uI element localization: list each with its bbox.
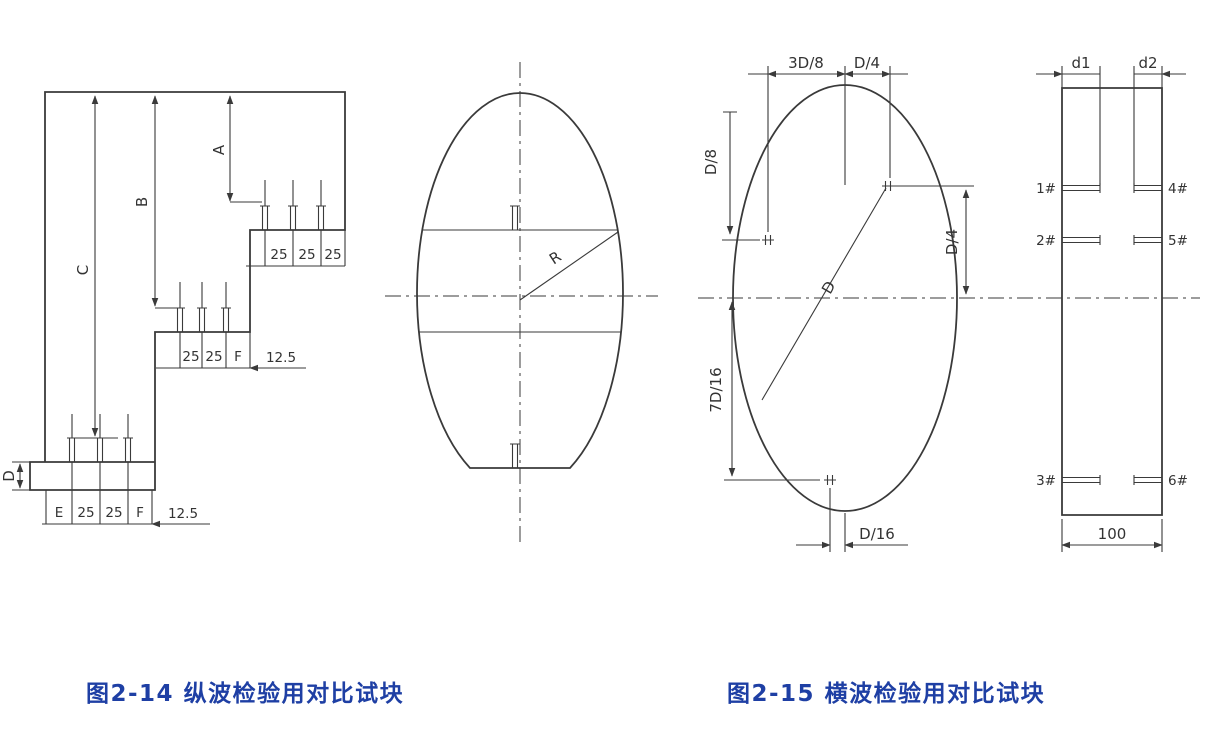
side-top-dim-base xyxy=(1061,66,1163,185)
hole-label-5: 5# xyxy=(1168,233,1188,249)
dim-extension-ticks xyxy=(12,201,262,491)
step2-offset-label: 12.5 xyxy=(266,350,296,366)
side-view-outline xyxy=(1061,87,1163,516)
holes-right xyxy=(1133,183,1162,485)
dim-label-100: 100 xyxy=(1098,525,1127,543)
step3-cell-2: 25 xyxy=(77,505,94,521)
step1-cell-2: 25 xyxy=(298,247,315,263)
flat-bottom-hole-slots xyxy=(67,180,326,462)
dim-label-d1: d1 xyxy=(1071,54,1090,72)
step1-dim-row xyxy=(246,230,346,267)
step3-cell-4: F xyxy=(136,505,144,521)
step1-cell-3: 25 xyxy=(324,247,341,263)
step3-offset-label: 12.5 xyxy=(168,506,198,522)
top-dim-base xyxy=(748,66,908,80)
fig15-caption: 图2-15 横波检验用对比试块 xyxy=(727,681,1046,707)
section-outline xyxy=(416,92,624,469)
step3-dim-row xyxy=(42,462,153,525)
radius-label: R xyxy=(546,247,565,268)
dim-label-7d16: 7D/16 xyxy=(707,367,725,412)
dim-label-d: D xyxy=(0,470,18,482)
dim-label-a: A xyxy=(210,144,228,155)
dim-label-d2: d2 xyxy=(1138,54,1157,72)
step2-cell-1: 25 xyxy=(182,349,199,365)
section-notches xyxy=(510,205,520,468)
fig15-circle-view: 3D/8 D/4 D/8 7D/16 D/4 D/16 D xyxy=(698,54,1200,552)
dim-label-d16: D/16 xyxy=(859,525,895,543)
fig15-side-view: d1 d2 1# 2# 3# 4# 5# 6# 100 xyxy=(1036,54,1188,552)
dim-label-top-d4: D/4 xyxy=(854,54,880,72)
fig14-section-view: R xyxy=(385,62,658,545)
dim-label-c: C xyxy=(74,265,92,275)
diameter-label: D xyxy=(818,278,839,297)
hole-label-6: 6# xyxy=(1168,473,1188,489)
dim-label-right-d4: D/4 xyxy=(943,229,961,255)
fig14-caption: 图2-14 纵波检验用对比试块 xyxy=(86,681,405,707)
diameter-diagonal xyxy=(761,187,887,401)
step-block-outline xyxy=(29,91,346,491)
reflector-targets xyxy=(762,181,894,485)
hole-label-3: 3# xyxy=(1036,473,1056,489)
top-extension-lines xyxy=(767,80,891,232)
dim-label-3d8: 3D/8 xyxy=(788,54,824,72)
dim-label-d8: D/8 xyxy=(702,149,720,175)
radius-line xyxy=(519,231,619,301)
step3-cell-1: E xyxy=(55,505,64,521)
dim-label-b: B xyxy=(133,197,151,207)
step2-dim-row xyxy=(156,332,251,369)
hole-label-1: 1# xyxy=(1036,181,1056,197)
hole-label-4: 4# xyxy=(1168,181,1188,197)
fig14-step-block: A B C D 25 25 25 25 25 F 12.5 E 25 25 F … xyxy=(0,91,346,528)
step2-cell-2: 25 xyxy=(205,349,222,365)
side-extension-ticks xyxy=(722,111,974,481)
step2-cell-3: F xyxy=(234,349,242,365)
bottom-extension-lines xyxy=(829,488,846,552)
step1-cell-1: 25 xyxy=(270,247,287,263)
step3-cell-3: 25 xyxy=(105,505,122,521)
hole-label-2: 2# xyxy=(1036,233,1056,249)
holes-left xyxy=(1062,183,1101,485)
